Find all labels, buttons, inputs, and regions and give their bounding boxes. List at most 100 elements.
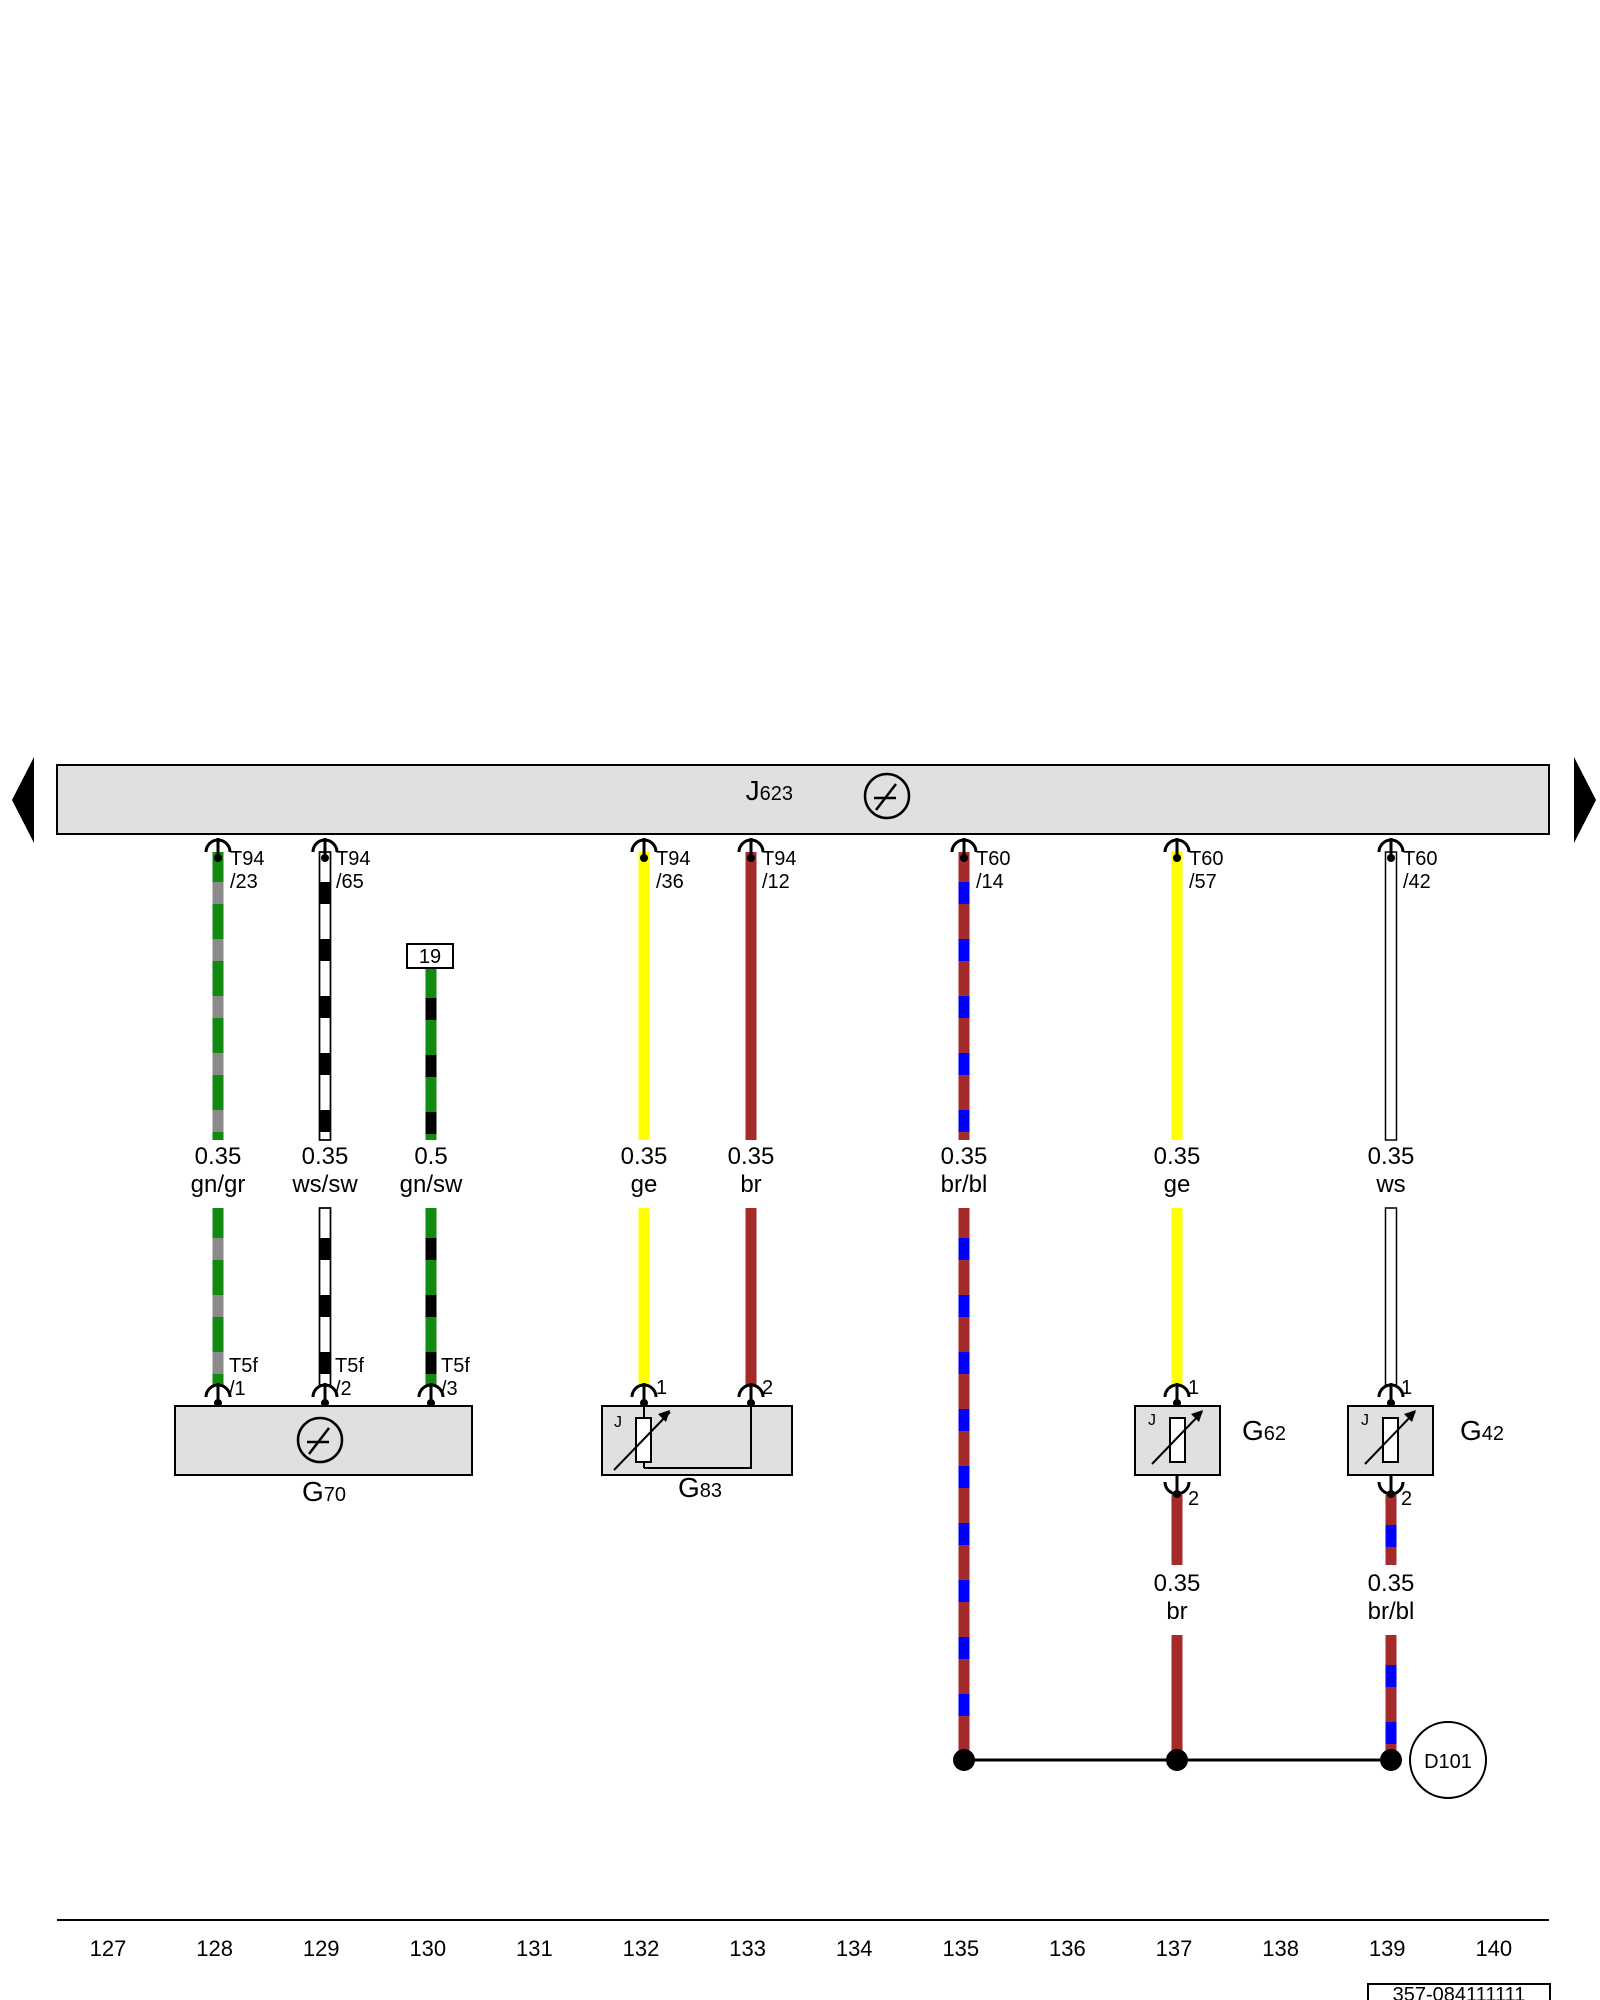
wire-br-bl <box>958 852 970 1140</box>
wire-color-label: gn/sw <box>400 1171 463 1198</box>
wire-br-bl <box>958 1208 970 1752</box>
wire-gn-sw <box>425 1208 437 1385</box>
reference-code-box <box>1367 1983 1551 2000</box>
connector-label-t60-57: T60 <box>1189 848 1223 870</box>
column-number: 130 <box>409 1936 446 1961</box>
j-mark: J <box>1148 1412 1156 1429</box>
wire-br <box>745 852 757 1140</box>
connector-symbols <box>204 838 1405 1498</box>
junction-dot <box>1380 1749 1402 1771</box>
connector-pin-symbol <box>630 838 658 862</box>
ground-label-d101: D101 <box>1424 1751 1472 1773</box>
wire-br <box>1171 1495 1183 1565</box>
pin-label-t5f-1: T5f <box>229 1355 258 1377</box>
wire-size-label: 0.35 <box>621 1143 668 1170</box>
wire-gn-sw <box>425 968 437 1140</box>
sensor-g70 <box>174 1405 473 1476</box>
connector-pin-t60-57: /57 <box>1189 871 1217 893</box>
connector-pin-symbol <box>1377 1383 1405 1407</box>
connector-label-t94-12: T94 <box>762 848 796 870</box>
wire-br <box>745 1208 757 1385</box>
wire-color-label: gn/gr <box>191 1171 246 1198</box>
column-number: 131 <box>516 1936 553 1961</box>
component-label-g62: G62 <box>1242 1415 1286 1446</box>
column-number: 132 <box>623 1936 660 1961</box>
wire-color-label: ge <box>1164 1171 1191 1198</box>
wire-size-label: 0.35 <box>1154 1143 1201 1170</box>
connector-label-t60-42: T60 <box>1403 848 1437 870</box>
wire-gn-gr <box>212 852 224 1140</box>
pin-number: 2 <box>762 1377 773 1399</box>
variable-resistor-icon <box>613 1396 752 1471</box>
column-number: 136 <box>1049 1936 1086 1961</box>
component-label-g83: G83 <box>678 1472 722 1503</box>
pin-label-t5f-3: T5f <box>441 1355 470 1377</box>
reference-box <box>406 943 454 969</box>
wire-color-label: br/bl <box>941 1171 988 1198</box>
variable-resistor-icon <box>1364 1410 1416 1465</box>
reference-code: 357-084111111 <box>1393 1984 1526 2000</box>
pin-label-t5f-2: T5f <box>335 1355 364 1377</box>
connector-pin-symbol <box>1377 838 1405 862</box>
wire-color-label: ge <box>631 1171 658 1198</box>
column-number: 137 <box>1156 1936 1193 1961</box>
pin-number: 2 <box>1188 1488 1199 1510</box>
connector-pin-t60-14: /14 <box>976 871 1004 893</box>
wires-layer <box>212 851 1398 1752</box>
variable-resistor-icon <box>1151 1410 1203 1465</box>
column-number: 134 <box>836 1936 873 1961</box>
wire-ws-sw <box>318 1207 332 1386</box>
column-number: 128 <box>196 1936 233 1961</box>
column-number: 139 <box>1369 1936 1406 1961</box>
connector-pin-symbol <box>737 838 765 862</box>
pin-number: 1 <box>1188 1377 1199 1399</box>
connector-pin-t94-12: /12 <box>762 871 790 893</box>
wire-br-bl <box>1385 1495 1397 1565</box>
junction-dot <box>1166 1749 1188 1771</box>
column-number: 127 <box>90 1936 127 1961</box>
wire-ge <box>1171 1208 1183 1385</box>
module-j623-label: J623 <box>746 775 793 806</box>
wire-ge <box>638 1208 650 1385</box>
wire-br-bl <box>1385 1635 1397 1752</box>
connector-pin-symbol <box>1377 1476 1405 1498</box>
connector-pin-symbol <box>204 838 232 862</box>
connector-pin-symbol <box>311 1383 339 1407</box>
wire-color-label: br <box>740 1171 761 1198</box>
connector-pin-symbol <box>1163 838 1191 862</box>
connector-pin-t60-42: /42 <box>1403 871 1431 893</box>
column-number: 138 <box>1262 1936 1299 1961</box>
left-arrow-icon[interactable] <box>12 757 34 843</box>
right-arrow-icon[interactable] <box>1574 757 1596 843</box>
component-label-g70: G70 <box>302 1476 346 1507</box>
column-number: 140 <box>1475 1936 1512 1961</box>
column-number: 135 <box>942 1936 979 1961</box>
connector-pin-symbol <box>204 1383 232 1407</box>
ground-point-d101 <box>1409 1721 1487 1799</box>
connector-pin-t94-23: /23 <box>230 871 258 893</box>
column-number: 129 <box>303 1936 340 1961</box>
pin-num-t5f-1: /1 <box>229 1378 246 1400</box>
wire-gn-gr <box>212 1208 224 1385</box>
connector-pin-symbol <box>311 838 339 862</box>
wire-ge <box>638 852 650 1140</box>
wire-ws <box>1384 1207 1398 1386</box>
connector-pin-t94-65: /65 <box>336 871 364 893</box>
wire-color-label: br/bl <box>1368 1598 1415 1625</box>
j-mark: J <box>1361 1412 1369 1429</box>
component-label-g42: G42 <box>1460 1415 1504 1446</box>
pin-num-t5f-3: /3 <box>441 1378 458 1400</box>
wire-size-label: 0.35 <box>1154 1570 1201 1597</box>
wire-ws <box>1384 851 1398 1141</box>
wire-ws-sw <box>318 851 332 1141</box>
wire-size-label: 0.35 <box>1368 1570 1415 1597</box>
control-module-j623 <box>56 764 1550 835</box>
wire-size-label: 0.35 <box>941 1143 988 1170</box>
wire-color-label: br <box>1166 1598 1187 1625</box>
wire-br <box>1171 1635 1183 1752</box>
pin-num-t5f-2: /2 <box>335 1378 352 1400</box>
wire-color-label: ws/sw <box>291 1171 358 1198</box>
wire-size-label: 0.35 <box>302 1143 349 1170</box>
